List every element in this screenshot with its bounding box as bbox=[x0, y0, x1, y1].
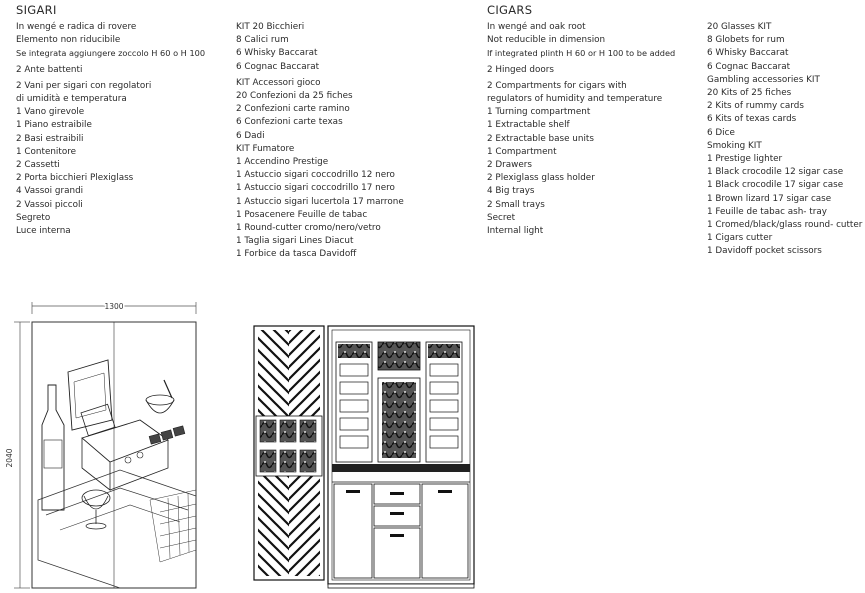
spec-line: 6 Cognac Baccarat bbox=[707, 61, 791, 72]
spec-line: 1 Compartment bbox=[487, 146, 557, 157]
spec-line: 8 Globets for rum bbox=[707, 35, 785, 46]
spec-line: 6 Kits of texas cards bbox=[707, 114, 797, 125]
spec-line: 1 Davidoff pocket scissors bbox=[707, 246, 822, 257]
spec-line: 1 Feuille de tabac ash- tray bbox=[707, 206, 827, 217]
spec-line: 1 Astuccio sigari lucertola 17 marrone bbox=[236, 196, 404, 207]
cabinet-perspective-drawing: 1300 2040 bbox=[5, 301, 197, 589]
spec-line: 2 Ante battenti bbox=[16, 64, 83, 75]
spec-line: Luce interna bbox=[16, 226, 71, 237]
spec-line: 1 Black crocodile 12 sigar case bbox=[707, 167, 844, 178]
spec-line: 2 Kits of rummy cards bbox=[707, 101, 804, 112]
spec-line: KIT Accessori gioco bbox=[236, 77, 321, 88]
spec-line: 2 Vassoi piccoli bbox=[16, 199, 83, 210]
spec-line: 1 Cromed/black/glass round- cutter bbox=[707, 220, 863, 231]
spec-line: 2 Confezioni carte ramino bbox=[236, 104, 350, 115]
spec-line: 8 Calici rum bbox=[236, 35, 289, 46]
spec-line: 2 Drawers bbox=[487, 160, 532, 171]
spec-line: 4 Big trays bbox=[487, 186, 535, 197]
cabinet-elevation-drawing bbox=[253, 325, 475, 589]
spec-line: 20 Glasses KIT bbox=[707, 22, 772, 32]
spec-line: Se integrata aggiungere zoccolo H 60 o H… bbox=[16, 48, 206, 59]
spec-line: In wengé e radica di rovere bbox=[16, 22, 137, 32]
spec-line: 2 Small trays bbox=[487, 199, 545, 210]
spec-line: In wengé and oak root bbox=[487, 22, 586, 32]
spec-line: 6 Whisky Baccarat bbox=[707, 48, 789, 59]
spec-line: di umidità e temperatura bbox=[16, 94, 127, 105]
spec-line: 4 Vassoi grandi bbox=[16, 186, 84, 197]
spec-line: KIT Fumatore bbox=[236, 143, 295, 154]
italian-kit-list: KIT 20 Bicchieri 8 Calici rum 6 Whisky Bac… bbox=[236, 21, 404, 262]
spec-line: 1 Piano estraibile bbox=[16, 120, 92, 131]
spec-line: Internal light bbox=[487, 226, 544, 237]
spec-line: If integrated plinth H 60 or H 100 to be… bbox=[487, 48, 676, 59]
spec-line: 1 Accendino Prestige bbox=[236, 157, 329, 168]
spec-line: 6 Cognac Baccarat bbox=[236, 61, 320, 72]
spec-line: 2 Porta bicchieri Plexiglass bbox=[16, 173, 134, 184]
spec-line: 1 Posacenere Feuille de tabac bbox=[236, 209, 368, 220]
spec-line: 20 Kits of 25 fiches bbox=[707, 88, 792, 99]
spec-line: Not reducible in dimension bbox=[487, 35, 606, 46]
spec-line: 1 Brown lizard 17 sigar case bbox=[707, 193, 832, 204]
spec-line: 2 Extractable base units bbox=[487, 133, 594, 144]
spec-line: 1 Vano girevole bbox=[16, 107, 85, 118]
spec-line: 1 Prestige lighter bbox=[707, 154, 783, 165]
spec-line: 2 Basi estraibili bbox=[16, 133, 84, 144]
spec-line: 1 Black crocodile 17 sigar case bbox=[707, 180, 844, 191]
spec-line: 1 Taglia sigari Lines Diacut bbox=[236, 236, 354, 247]
spec-line: 1 Extractable shelf bbox=[487, 120, 570, 131]
spec-line: 2 Compartments for cigars with bbox=[487, 80, 627, 91]
spec-line: 6 Dadi bbox=[236, 130, 265, 141]
section-title-en: CIGARS bbox=[487, 3, 533, 17]
spec-line: Segreto bbox=[16, 212, 51, 223]
spec-line: 1 Forbice da tasca Davidoff bbox=[236, 249, 357, 260]
italian-kits: KIT 20 Bicchieri 8 Calici rum 6 Whisky Bac… bbox=[236, 21, 404, 262]
spec-line: 6 Dice bbox=[707, 127, 735, 138]
height-dimension: 2040 bbox=[5, 448, 14, 467]
spec-line: KIT 20 Bicchieri bbox=[236, 22, 305, 32]
spec-line: 2 Hinged doors bbox=[487, 64, 554, 75]
width-dimension: 1300 bbox=[104, 302, 123, 311]
spec-line: 6 Whisky Baccarat bbox=[236, 48, 318, 59]
spec-line: Elemento non riducibile bbox=[16, 35, 121, 46]
spec-line: Smoking KIT bbox=[707, 140, 762, 151]
spec-line: 1 Turning compartment bbox=[487, 107, 591, 118]
spec-line: 1 Astuccio sigari coccodrillo 12 nero bbox=[236, 170, 395, 181]
english-kit-list: 20 Glasses KIT 8 Globets for rum 6 Whisky … bbox=[707, 21, 862, 259]
spec-line: 1 Cigars cutter bbox=[707, 233, 773, 244]
spec-line: regulators of humidity and temperature bbox=[487, 94, 663, 105]
spec-line: Secret bbox=[487, 212, 516, 223]
section-title-it: SIGARI bbox=[16, 3, 57, 17]
spec-line: Gambling accessories KIT bbox=[707, 74, 820, 85]
spec-line: 2 Plexiglass glass holder bbox=[487, 173, 595, 184]
spec-line: 1 Round-cutter cromo/nero/vetro bbox=[236, 223, 381, 234]
spec-line: 2 Vani per sigari con regolatori bbox=[16, 80, 152, 91]
spec-line: 1 Astuccio sigari coccodrillo 17 nero bbox=[236, 183, 395, 194]
spec-line: 2 Cassetti bbox=[16, 160, 60, 171]
spec-line: 6 Confezioni carte texas bbox=[236, 117, 343, 128]
english-kits: 20 Glasses KIT 8 Globets for rum 6 Whisky … bbox=[707, 21, 862, 259]
spec-line: 20 Confezioni da 25 fiches bbox=[236, 91, 353, 102]
spec-line: 1 Contenitore bbox=[16, 146, 77, 157]
